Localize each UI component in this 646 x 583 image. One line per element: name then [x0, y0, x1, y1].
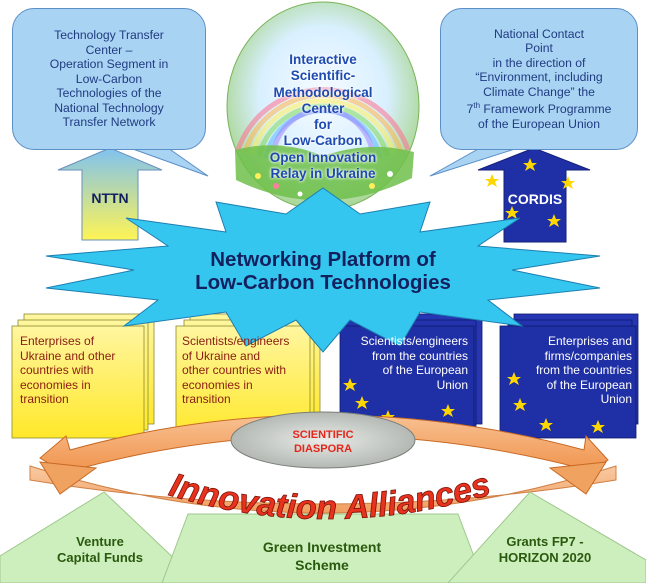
- card-3-text: Scientists/engineers from the countries …: [360, 334, 468, 392]
- contact-point-line4: “Environment, including: [475, 70, 603, 85]
- contact-point-line7: of the European Union: [478, 116, 600, 131]
- contact-point-line1: National Contact: [493, 26, 585, 41]
- card-4-text: Enterprises and firms/companies from the…: [535, 334, 632, 406]
- diaspora-line2: DIASPORA: [293, 443, 353, 455]
- nttn-label: NTTN: [91, 190, 129, 206]
- card-1-text: Enterprises of Ukraine and other countri…: [20, 334, 116, 406]
- cordis-arrow: [477, 147, 591, 243]
- contact-point-line6: 7th Framework Programme: [467, 99, 612, 117]
- contact-point-box: National Contact Point in the direction …: [440, 8, 638, 150]
- contact-point-line6-rest: Framework Programme: [480, 102, 612, 117]
- cordis-label: CORDIS: [507, 191, 563, 207]
- platform-starburst: [45, 187, 601, 353]
- card-stack-4: [499, 313, 639, 439]
- fund-center-shape: [161, 513, 485, 583]
- fund-left-shape: [0, 491, 201, 583]
- platform-line1: Networking Platform of: [210, 248, 436, 271]
- fund-venture-label: Venture Capital Funds: [57, 534, 143, 565]
- contact-point-line3: in the direction of: [492, 55, 586, 70]
- contact-point-sup: th: [473, 101, 481, 111]
- diaspora-line1: SCIENTIFIC: [292, 429, 354, 441]
- card-2-text: Scientists/engineers of Ukraine and othe…: [182, 334, 290, 406]
- center-oval: [226, 1, 420, 211]
- fund-green-label: Green Investment Scheme: [262, 539, 382, 573]
- diaspora-ellipse: [230, 411, 416, 469]
- fund-grants-label: Grants FP7 - HORIZON 2020: [498, 534, 592, 565]
- center-oval-text: Interactive Scientific- Methodological C…: [269, 52, 377, 182]
- contact-point-line2: Point: [525, 41, 553, 56]
- card-stack-1: [11, 313, 155, 439]
- contact-point-sup-num: 7: [466, 102, 474, 117]
- diaspora-label: SCIENTIFIC DIASPORA: [263, 428, 383, 456]
- platform-title: Networking Platform of Low-Carbon Techno…: [150, 248, 496, 294]
- fund-right-shape: [447, 491, 646, 583]
- platform-line2: Low-Carbon Technologies: [195, 271, 451, 294]
- contact-point-line5: Climate Change” the: [483, 84, 595, 99]
- nttn-arrow: [57, 147, 163, 241]
- tech-transfer-box: Technology Transfer Center – Operation S…: [12, 8, 206, 150]
